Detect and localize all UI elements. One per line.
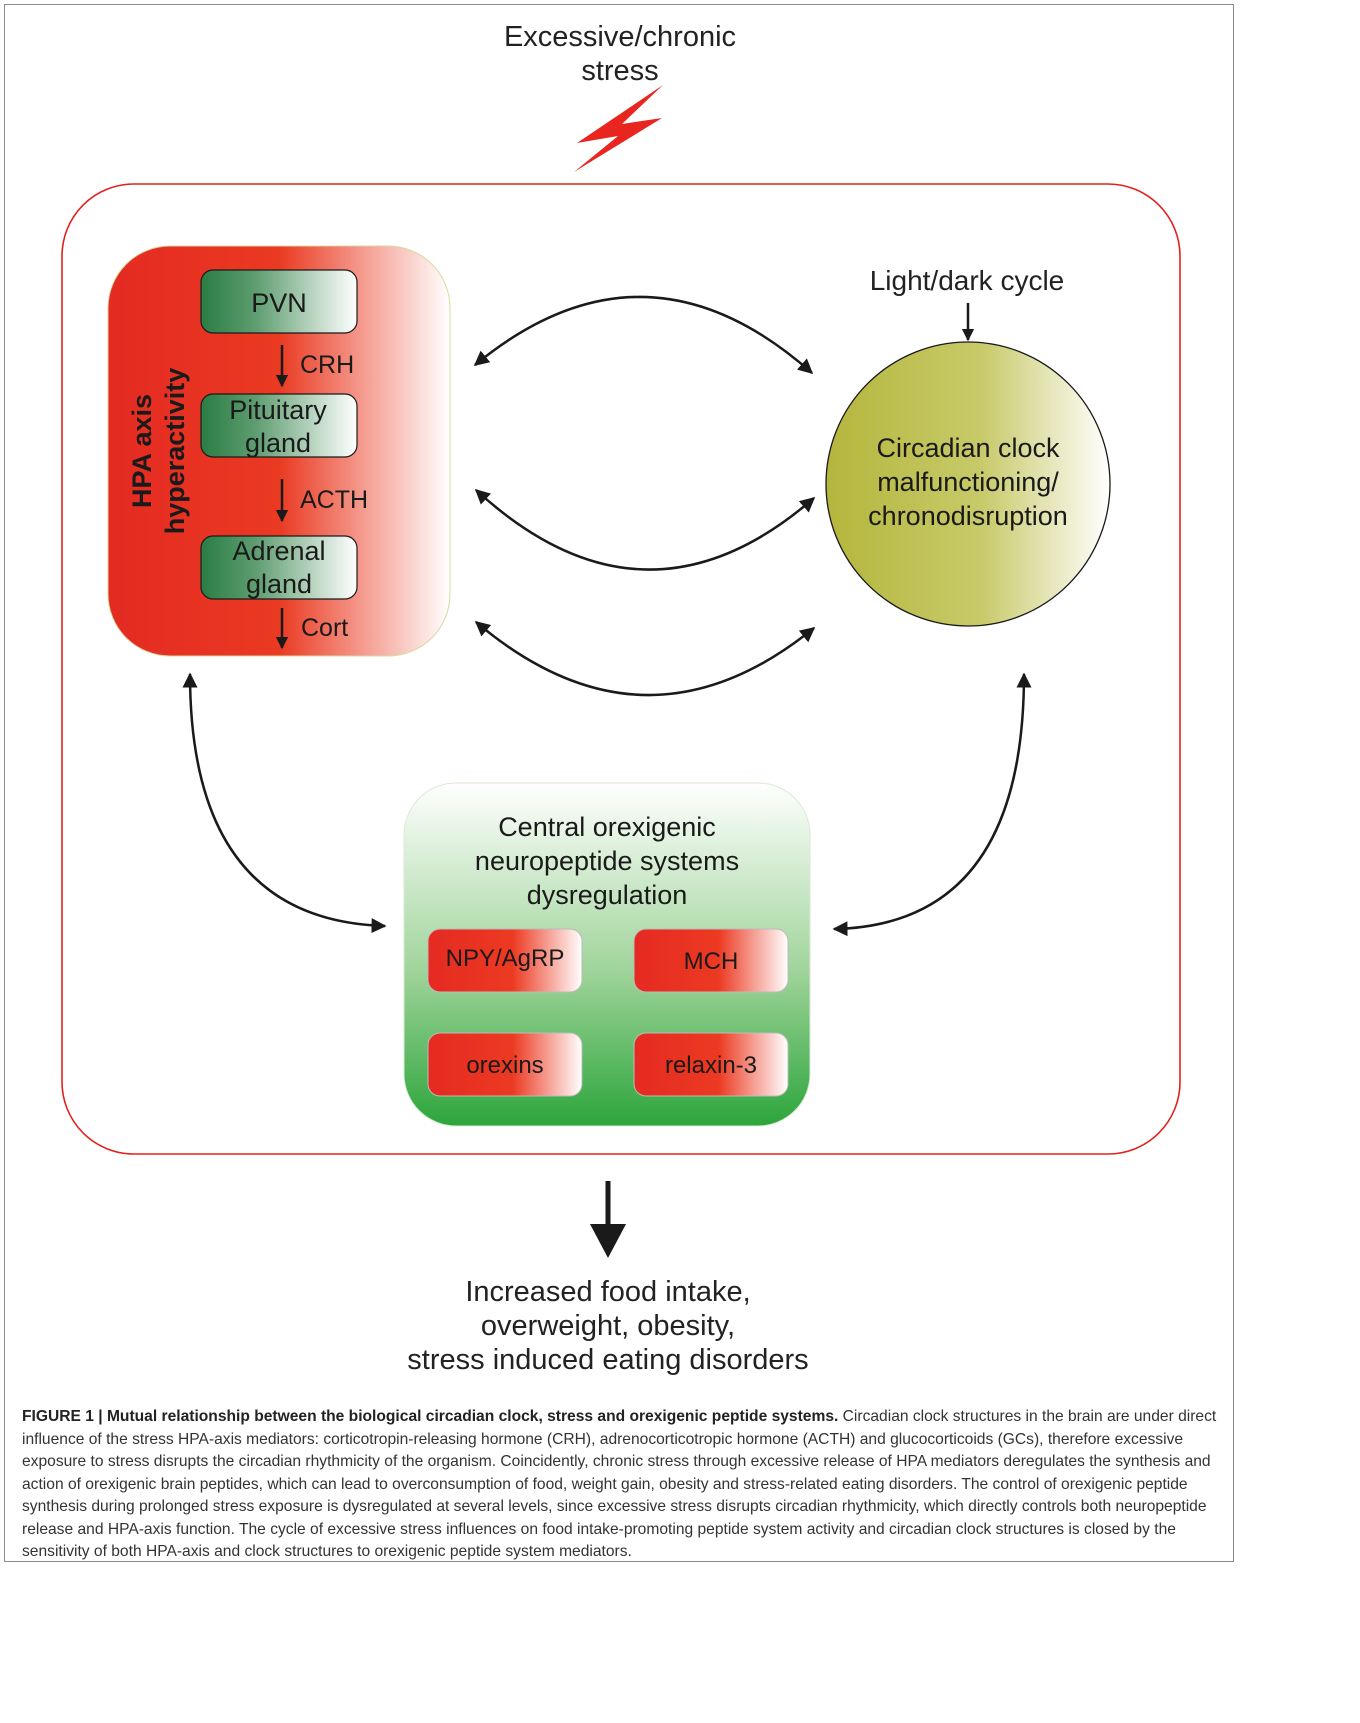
- pituitary-label-line2: gland: [245, 428, 311, 458]
- mch-label: MCH: [684, 948, 739, 975]
- stress-title-line2: stress: [581, 55, 658, 87]
- clock-label-line3: chronodisruption: [868, 501, 1068, 531]
- hpa-clock-arrow-top: [473, 295, 814, 374]
- hpa-axis-box: HPA axis hyperactivity PVN CRH Pituitary…: [107, 245, 451, 657]
- npy-agrp-label: NPY/AgRP: [446, 945, 565, 972]
- hpa-side-label-line1: HPA axis: [127, 394, 157, 508]
- hpa-clock-arrow-middle: [474, 488, 816, 571]
- caption-body: Circadian clock structures in the brain …: [22, 1408, 1217, 1560]
- orexigenic-title-line2: neuropeptide systems: [475, 846, 739, 876]
- figure-frame: [4, 4, 1234, 1562]
- adrenal-node: [200, 535, 358, 600]
- relaxin-3-label: relaxin-3: [665, 1052, 757, 1079]
- outcome-line2: overweight, obesity,: [481, 1310, 735, 1342]
- light-dark-cycle-label: Light/dark cycle: [870, 265, 1065, 296]
- pituitary-label-line1: Pituitary: [229, 395, 327, 425]
- outcome-line1: Increased food intake,: [465, 1276, 750, 1308]
- clock-label-line2: malfunctioning/: [877, 467, 1059, 497]
- stress-title-line1: Excessive/chronic: [504, 21, 736, 53]
- adrenal-label-line2: gland: [246, 569, 312, 599]
- pvn-label: PVN: [251, 288, 307, 318]
- figure-diagram: Excessive/chronic stress HPA axis hypera…: [61, 21, 1181, 1376]
- hpa-side-label-line2: hyperactivity: [160, 368, 190, 535]
- orexins-node: [427, 1032, 583, 1097]
- npy-agrp-node: [427, 928, 583, 993]
- hpa-orexigenic-arrow: [182, 672, 387, 934]
- clock-label-line1: Circadian clock: [876, 433, 1060, 463]
- orexins-label: orexins: [466, 1052, 543, 1079]
- orexigenic-systems-box: Central orexigenic neuropeptide systems …: [403, 782, 811, 1127]
- hpa-clock-arrow-bottom: [474, 621, 816, 697]
- orexigenic-title-line1: Central orexigenic: [498, 812, 716, 842]
- acth-label: ACTH: [300, 486, 368, 514]
- caption-title: FIGURE 1 | Mutual relationship between t…: [22, 1408, 839, 1425]
- pituitary-node: [200, 393, 358, 458]
- adrenal-label-line1: Adrenal: [232, 536, 325, 566]
- clock-orexigenic-arrow: [832, 672, 1032, 937]
- mch-node: [633, 928, 789, 993]
- figure-caption: FIGURE 1 | Mutual relationship between t…: [22, 1406, 1218, 1564]
- orexigenic-title-line3: dysregulation: [527, 880, 688, 910]
- crh-label: CRH: [300, 351, 354, 379]
- circadian-clock-circle: Circadian clock malfunctioning/ chronodi…: [825, 341, 1111, 627]
- outcome-arrow-head: [590, 1224, 626, 1258]
- cort-label: Cort: [301, 614, 348, 642]
- pvn-node: [200, 269, 358, 334]
- lightning-bolt-icon: [574, 85, 663, 172]
- relaxin-3-node: [633, 1032, 789, 1097]
- system-boundary: [61, 183, 1181, 1155]
- outcome-line3: stress induced eating disorders: [407, 1344, 808, 1376]
